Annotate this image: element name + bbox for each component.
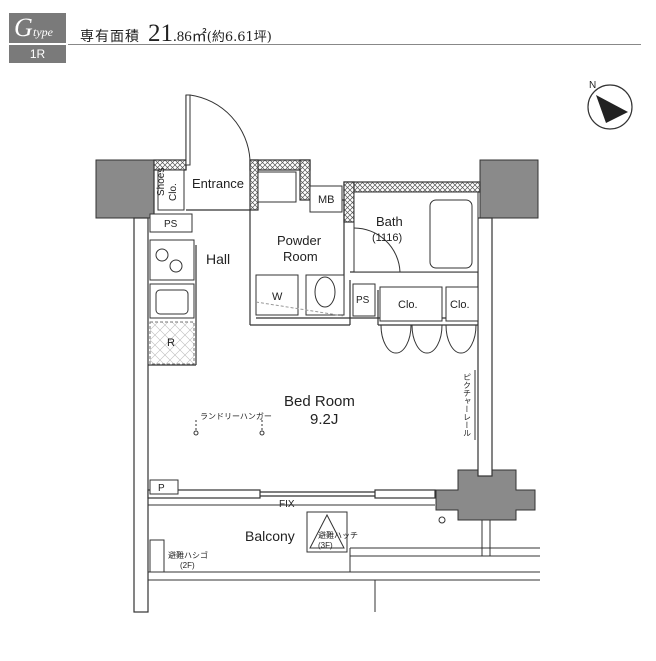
ladder-floor: (2F) <box>180 561 195 570</box>
powder-label-2: Room <box>283 249 318 264</box>
compass-icon: N <box>587 80 633 130</box>
entrance-door[interactable] <box>185 94 251 166</box>
header-rule <box>68 44 641 45</box>
bath-size: (1116) <box>372 232 402 244</box>
kitchen: R <box>149 239 195 365</box>
picture-rail: ピクチャーレール <box>463 370 476 440</box>
toilet <box>305 274 345 316</box>
closet-door-1[interactable] <box>380 324 412 354</box>
area-decimal: .86㎡ <box>173 29 207 45</box>
washer: W <box>255 274 299 316</box>
area-label: 専有面積 <box>80 29 140 45</box>
toilet-icon <box>314 276 336 308</box>
compass-north: N <box>589 80 596 91</box>
ps-left: PS <box>149 213 193 233</box>
bedroom-size: 9.2J <box>310 411 338 428</box>
closets: Clo. Clo. <box>379 286 479 354</box>
sink-icon <box>155 289 189 315</box>
closet-door-3[interactable] <box>445 324 477 354</box>
bathroom: Bath (1116) <box>353 191 479 273</box>
bathtub-icon <box>429 199 473 269</box>
area-info: 専有面積 21.86㎡(約6.61坪) <box>80 20 272 48</box>
shoes-label-2: Clo. <box>168 183 179 201</box>
hall-label: Hall <box>206 251 230 267</box>
shoes-label-1: Shoes <box>156 168 167 196</box>
fridge-label: R <box>167 337 175 349</box>
ps-right: PS <box>352 283 376 317</box>
shoes-closet: Shoes Clo. <box>156 168 185 211</box>
hatch-label: 避難ハッチ <box>318 530 358 540</box>
area-integer: 21 <box>148 20 173 47</box>
bedroom-label: Bed Room <box>284 393 355 410</box>
bath-label: Bath <box>376 214 403 229</box>
drain-icon <box>438 516 446 524</box>
closet-label-1: Clo. <box>398 299 418 311</box>
hatch-icon <box>309 513 345 549</box>
bath-door[interactable] <box>353 227 401 273</box>
p-box: P <box>149 479 179 495</box>
type-suffix: type <box>33 25 53 39</box>
powder-label-1: Powder <box>277 233 322 248</box>
hatch-floor: (3F) <box>318 541 333 550</box>
escape-hatch: 避難ハッチ (3F) <box>306 511 358 553</box>
entrance-label: Entrance <box>192 176 244 191</box>
balcony-label: Balcony <box>245 528 295 544</box>
closet-door-2[interactable] <box>411 324 443 354</box>
escape-ladder: 避難ハシゴ (2F) <box>149 539 208 573</box>
type-badge: G type <box>9 13 66 43</box>
type-letter: G <box>14 13 33 42</box>
room-type-badge: 1R <box>9 45 66 63</box>
plan-header: G type 1R 専有面積 21.86㎡(約6.61坪) <box>0 0 656 70</box>
laundry-hanger: ランドリーハンガー <box>193 411 272 436</box>
stove-burner-icon <box>155 248 169 262</box>
washer-label: W <box>272 291 283 303</box>
ps-right-label: PS <box>356 295 370 306</box>
p-box-label: P <box>158 483 165 494</box>
ps-left-label: PS <box>164 219 178 230</box>
area-tsubo: (約6.61坪) <box>206 30 272 45</box>
laundry-hanger-label: ランドリーハンガー <box>200 411 272 421</box>
mb-label: MB <box>318 194 335 206</box>
structural-columns <box>95 159 539 521</box>
stove-burner-icon <box>169 259 183 273</box>
balcony-area: Balcony <box>148 504 540 612</box>
storage-shelf <box>257 171 297 203</box>
meter-box: MB <box>309 185 343 213</box>
closet-label-2: Clo. <box>450 299 470 311</box>
ladder-label: 避難ハシゴ <box>168 550 208 560</box>
picture-rail-label: ピクチャーレール <box>463 373 472 437</box>
